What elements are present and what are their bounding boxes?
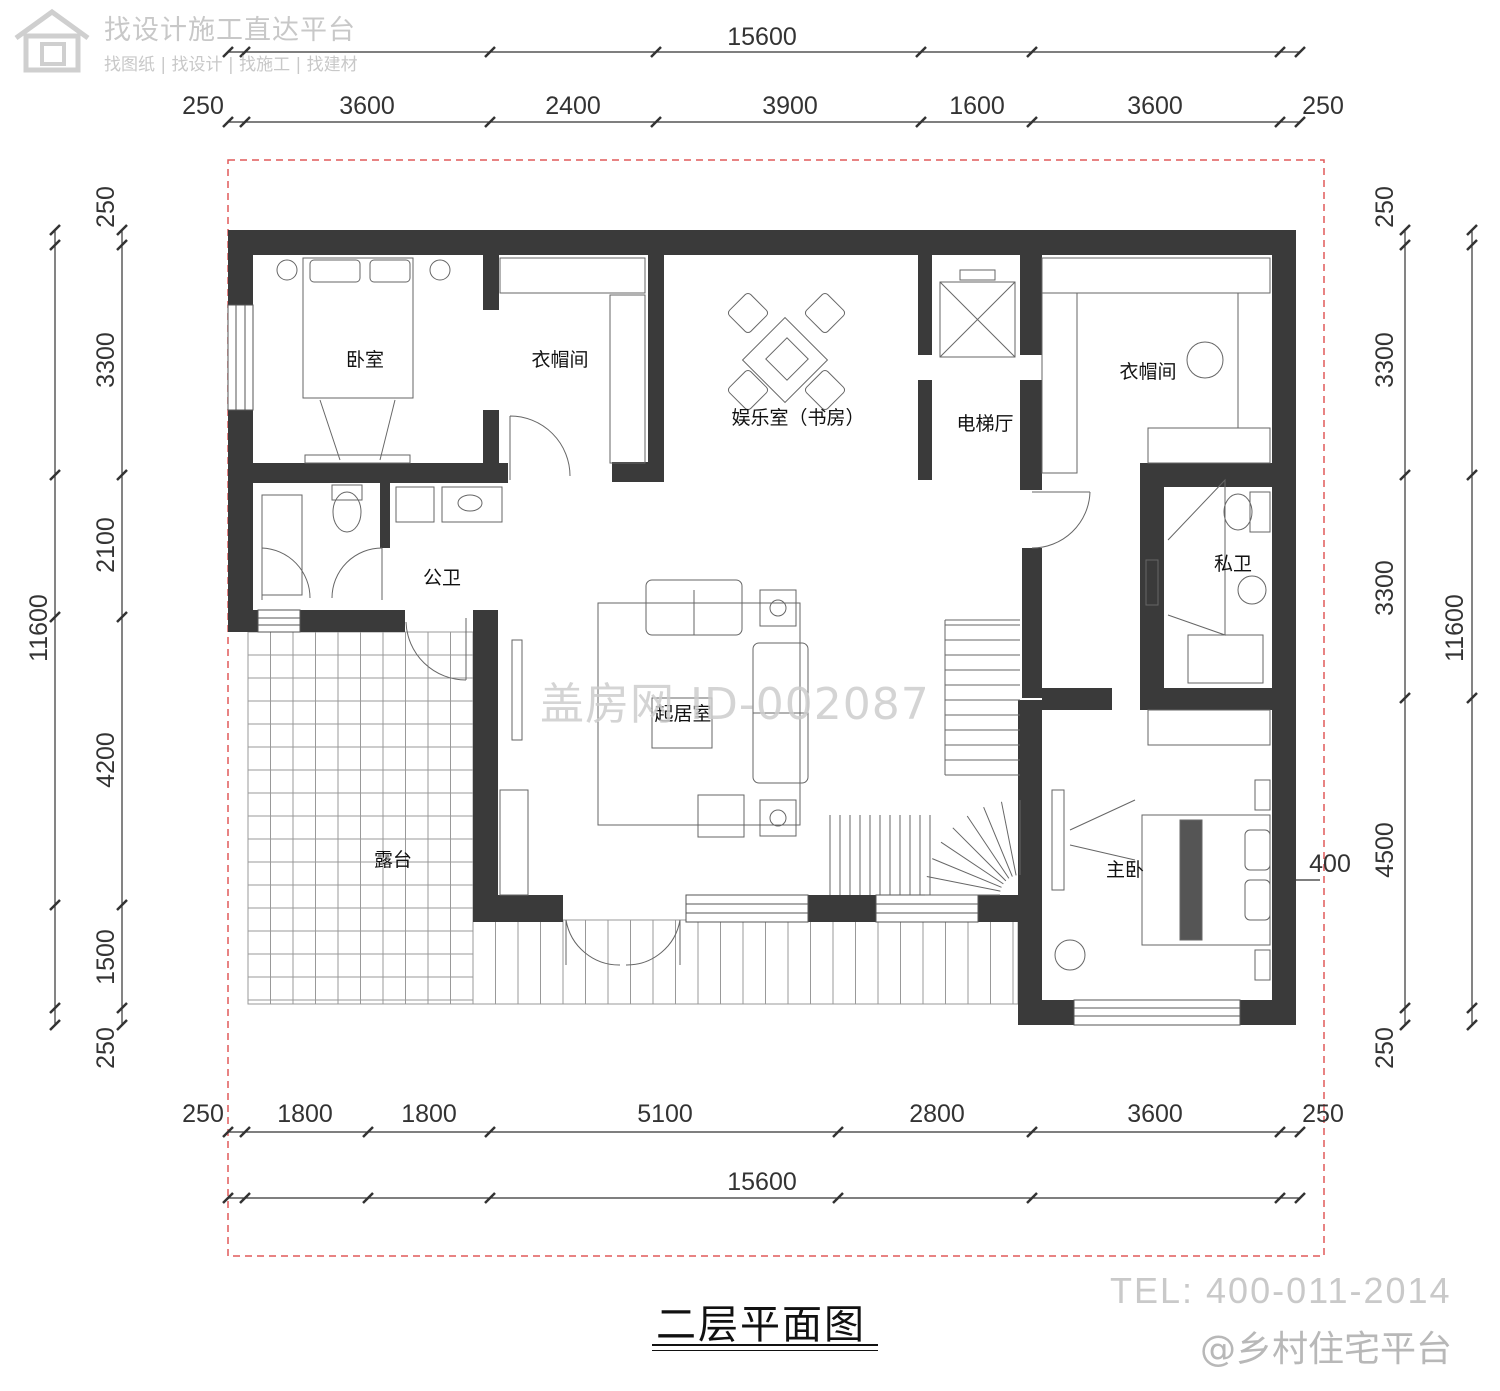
watermark-platform-title: 找设计施工直达平台 [104,15,356,46]
dim-right-seg: 250 [1371,186,1399,228]
dim-left-seg: 2100 [92,517,120,573]
dim-left-seg: 4200 [92,732,120,788]
room-entertainment: 娱乐室（书房） [731,407,864,429]
dim-top-seg: 3600 [339,92,395,120]
dim-bottom-total: 15600 [727,1168,797,1196]
room-living: 起居室 [654,703,711,725]
dim-bottom-seg: 3600 [1127,1100,1183,1128]
dim-right-seg: 3300 [1371,560,1399,616]
room-private-bath: 私卫 [1214,553,1252,575]
dimension-labels: 15600 250 3600 2400 3900 1600 3600 250 2… [25,23,1469,1196]
dim-right-extra: 400 [1309,850,1351,878]
room-bedroom: 卧室 [346,349,384,371]
dim-left-total: 11600 [25,594,53,662]
dim-top-seg: 3900 [762,92,818,120]
dim-bottom-seg: 5100 [637,1100,693,1128]
dim-bottom-seg: 2800 [909,1100,965,1128]
dim-top-seg: 3600 [1127,92,1183,120]
dim-left-seg: 250 [92,186,120,228]
room-labels: 卧室 衣帽间 娱乐室（书房） 电梯厅 衣帽间 公卫 私卫 起居室 主卧 露台 [346,349,1252,881]
dim-right-seg: 250 [1371,1027,1399,1069]
dim-bottom-seg: 1800 [277,1100,333,1128]
room-public-bath: 公卫 [423,567,461,589]
dim-left-seg: 3300 [92,332,120,388]
watermark-id: 盖房网 ID-002087 [540,679,930,730]
title-underline [652,1344,878,1346]
dim-left-seg: 250 [92,1027,120,1069]
drawing-title: 二层平面图 [656,1302,866,1348]
dim-bottom-seg: 250 [182,1100,224,1128]
room-closet-right: 衣帽间 [1119,361,1176,383]
walls [228,230,1296,1025]
dim-bottom-seg: 1800 [401,1100,457,1128]
watermark-platform-sub: 找图纸 | 找设计 | 找施工 | 找建材 [104,55,358,75]
dim-right-seg: 3300 [1371,332,1399,388]
dim-top-seg: 1600 [949,92,1005,120]
dim-top-seg: 2400 [545,92,601,120]
room-master-bedroom: 主卧 [1106,859,1144,881]
dim-right-total: 11600 [1441,594,1469,662]
dimension-lines [49,46,1478,1204]
windows [227,304,1241,1026]
dim-top-seg: 250 [1302,92,1344,120]
title-underline-thin [652,1350,878,1351]
furniture [261,257,1271,981]
dim-right-seg: 4500 [1371,822,1399,878]
site-boundary [227,159,1325,1257]
dim-top-total: 15600 [727,23,797,51]
dim-left-seg: 1500 [92,929,120,985]
platform-logo-icon [14,8,90,73]
room-terrace: 露台 [374,849,412,871]
room-closet-left: 衣帽间 [531,349,588,371]
room-elevator-hall: 电梯厅 [956,413,1013,435]
watermark-tel: TEL: 400-011-2014 [1110,1270,1452,1311]
dim-top-seg: 250 [182,92,224,120]
dim-bottom-seg: 250 [1302,1100,1344,1128]
watermark-brand: @乡村住宅平台 [1200,1329,1453,1370]
